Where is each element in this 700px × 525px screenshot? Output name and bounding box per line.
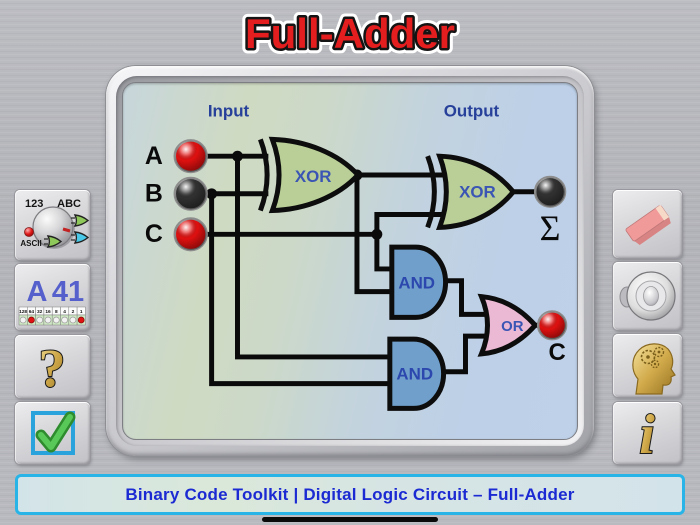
circuit-panel-bezel: Input Output [116,76,584,446]
app-title-outline: Full-Adder [245,10,455,57]
ascii-value-display: A 41 128 64 32 16 8 4 2 1 [18,276,86,326]
bit-weight-2: 2 [72,309,75,315]
bit-dot-16 [44,316,52,324]
app-title-text: Full-Adder [245,10,455,57]
help-button[interactable]: ? [15,335,90,398]
ascii-char-value: A [27,276,48,308]
ascii-led-label: ASCII [20,239,41,248]
bit-dot-8 [52,316,60,324]
and2-gate: AND [387,336,447,411]
bit-dot-32 [36,316,44,324]
bit-dot-2 [69,316,77,324]
erase-button[interactable] [613,190,682,258]
xor2-gate: XOR [425,153,517,230]
mini-and-gate-icon [44,235,63,248]
bit-dot-row [18,314,86,326]
eraser-icon [625,204,671,245]
input-c-ball[interactable] [173,217,208,252]
input-a-ball[interactable] [173,139,208,174]
or1-label: OR [501,319,524,335]
numeric-mode-label: 123 [25,198,43,210]
circuit-wires [206,153,541,387]
input-b-label: B [145,181,163,208]
xor1-gate: XOR [258,136,362,214]
circuit-screen: Input Output [122,82,578,440]
sound-button[interactable] [613,262,682,330]
alpha-mode-label: ABC [57,198,81,210]
info-icon: i [638,403,656,464]
info-button[interactable]: i [613,402,682,464]
status-bar: Binary Code Toolkit | Digital Logic Circ… [15,474,685,515]
and2-label: AND [396,365,433,384]
input-c-label: C [145,221,163,248]
or1-gate: OR [477,293,539,357]
bit-weight-1: 1 [80,309,83,315]
and1-label: AND [398,274,435,293]
app-title: Full-Adder Full-Adder [240,5,461,63]
head-gears-icon [632,343,676,395]
bit-dot-1 [77,316,85,324]
dial-pointer [62,227,71,233]
question-mark-icon: ? [38,337,67,398]
full-adder-circuit: Input Output [145,102,568,411]
and1-gate: AND [389,244,448,320]
think-button[interactable] [613,334,682,397]
check-answer-button[interactable] [15,402,90,464]
hex-value: 41 [52,276,84,308]
xor1-label: XOR [295,167,332,186]
bit-weight-32: 32 [37,309,43,315]
mode-dial-button[interactable]: 123 ABC ASCII [15,190,90,260]
bit-weight-16: 16 [45,309,51,315]
bit-dot-4 [61,316,68,324]
question-mark-glyph: ? [39,338,66,398]
bit-weight-64: 64 [29,309,35,315]
sum-output-ball [533,175,567,208]
xor2-label: XOR [459,183,496,202]
carry-output-ball [536,310,568,341]
mode-dial-icon: 123 ABC ASCII [20,198,90,249]
info-glyph: i [639,404,655,464]
carry-output-label: C [548,339,565,366]
bit-weight-8: 8 [55,309,58,315]
checkmark-icon [31,411,76,455]
bit-weight-128: 128 [19,309,27,315]
bit-weight-4: 4 [63,309,66,315]
dial-knob[interactable] [32,206,74,248]
input-header: Input [208,102,250,121]
ascii-value-button[interactable]: A 41 128 64 32 16 8 4 2 1 [15,264,90,330]
status-bar-text: Binary Code Toolkit | Digital Logic Circ… [125,484,575,504]
bit-dot-64 [28,316,35,324]
mini-or-gate-icon [71,214,90,227]
home-indicator[interactable] [262,517,438,522]
bit-dot-128 [19,316,27,324]
ascii-led [24,227,34,237]
input-a-label: A [145,143,163,170]
sum-output-label: Σ [540,208,561,248]
output-header: Output [444,102,500,121]
circuit-panel: Input Output [106,66,594,456]
speaker-icon [619,271,676,321]
mini-buffer-gate-icon [71,231,90,244]
bit-weight-header: 128 64 32 16 8 4 2 1 [18,306,86,316]
input-b-ball[interactable] [173,176,208,211]
